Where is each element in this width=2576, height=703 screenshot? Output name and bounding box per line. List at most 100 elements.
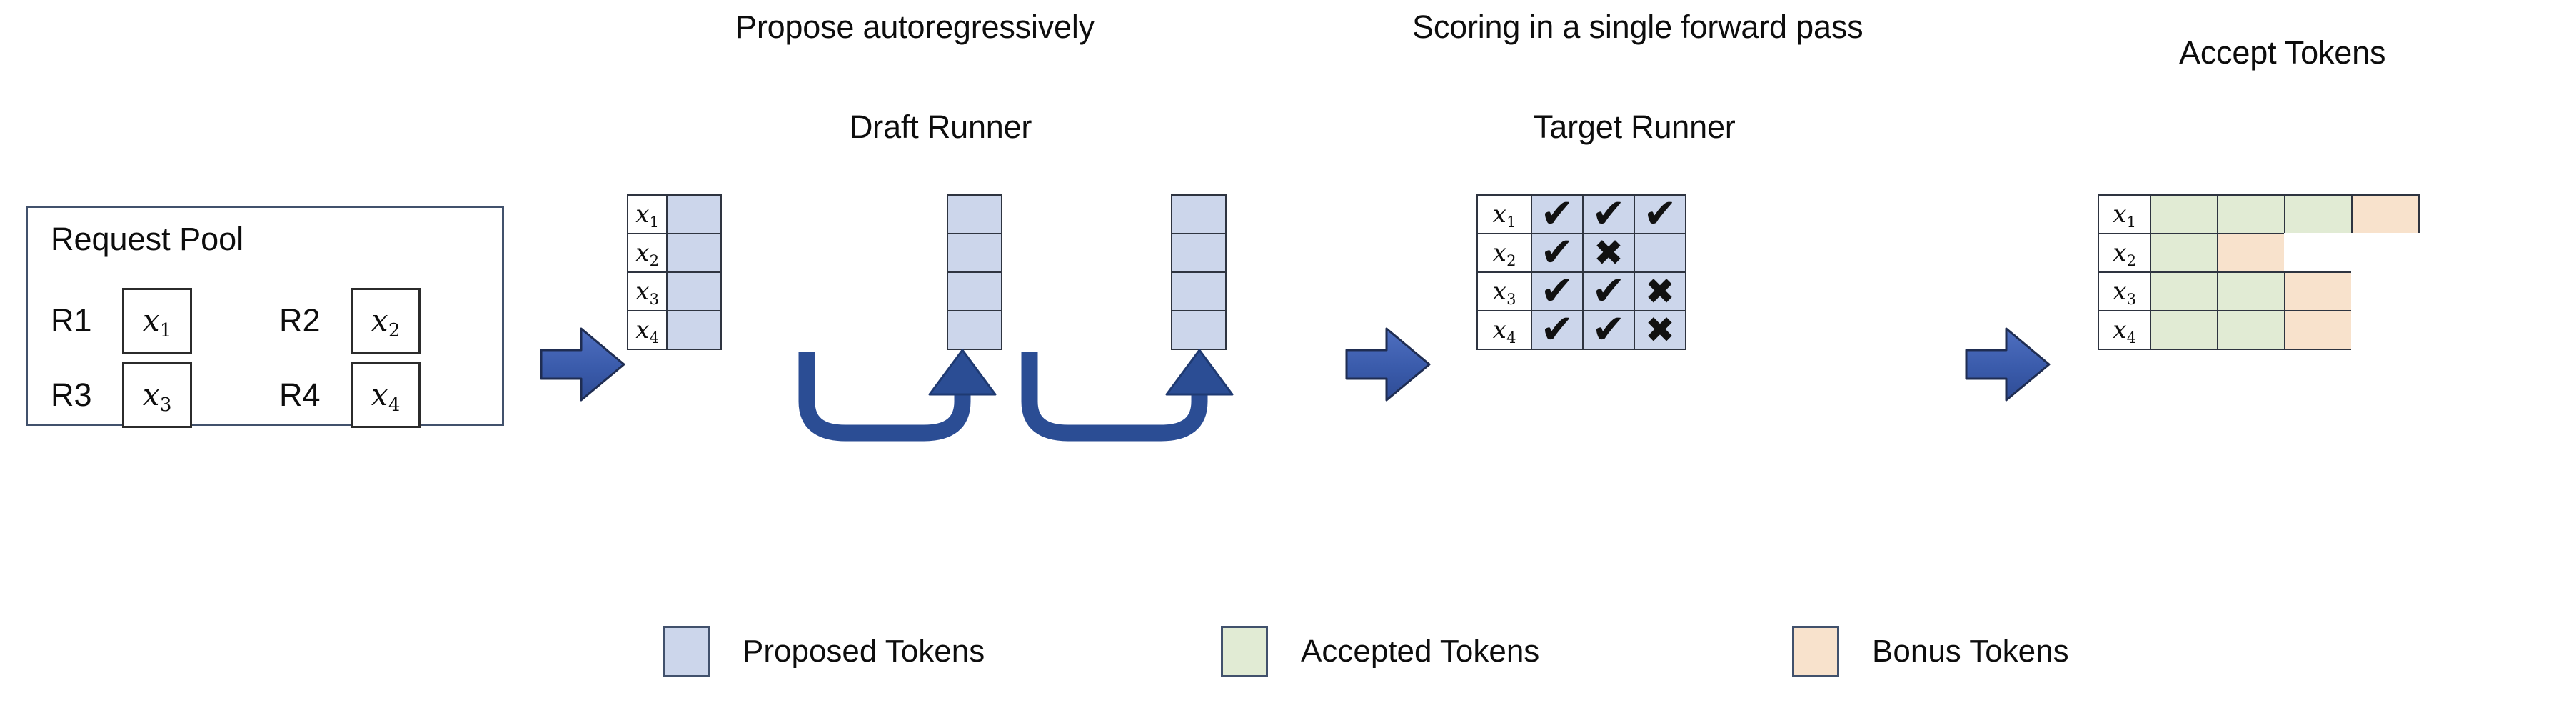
- heading-scoring-single-forward-pass: Scoring in a single forward pass: [1412, 9, 1863, 45]
- target-row-label-x4: x4: [1476, 310, 1532, 350]
- table-row: [1171, 271, 1227, 311]
- request-slot-r4: R4 x4: [279, 362, 421, 428]
- request-token-r4: x4: [371, 377, 401, 417]
- accept-cell-r2-c1: [2150, 233, 2218, 273]
- check-icon: ✔: [1591, 306, 1626, 353]
- accept-cell-r4-c4-empty: [2351, 310, 2420, 350]
- table-row: x4: [627, 310, 722, 350]
- accept-cell-r2-c4-empty: [2351, 233, 2420, 273]
- table-row: [947, 310, 1002, 350]
- legend: Proposed Tokens Accepted Tokens Bonus To…: [0, 616, 2576, 687]
- request-token-box-r4: x4: [351, 362, 421, 428]
- table-row: [947, 233, 1002, 273]
- table-row: x3: [627, 271, 722, 311]
- table-row: x2: [627, 233, 722, 273]
- draft-runner-step-2-grid: [947, 194, 1002, 350]
- request-token-r3: x3: [142, 377, 172, 417]
- draft-row-label-x2: x2: [627, 233, 668, 273]
- check-icon: ✔: [1540, 268, 1574, 314]
- target-cell-r1-c1: ✔: [1531, 194, 1584, 234]
- check-icon: ✔: [1540, 306, 1574, 353]
- accept-cell-r3-c2: [2217, 271, 2285, 311]
- draft-row-label-x3: x3: [627, 271, 668, 311]
- accept-cell-r3-c1: [2150, 271, 2218, 311]
- draft-loop-arrow-2: [1014, 346, 1242, 460]
- draft-cell-s3-r2: [1171, 233, 1227, 273]
- table-row: [1171, 194, 1227, 234]
- table-row: x4 ✔ ✔ ✖: [1476, 310, 1686, 350]
- draft-cell-s3-r3: [1171, 271, 1227, 311]
- table-row: x3 ✔ ✔ ✖: [1476, 271, 1686, 311]
- flow-arrow-pool-to-draft: [537, 321, 628, 407]
- request-token-r1: x1: [142, 303, 172, 342]
- draft-cell-s3-r1: [1171, 194, 1227, 234]
- request-slot-r1: R1 x1: [51, 288, 192, 354]
- draft-runner-step-1-grid: x1 x2 x3 x4: [627, 194, 722, 350]
- target-cell-r4-c3: ✖: [1634, 310, 1686, 350]
- request-slot-r2: R2 x2: [279, 288, 421, 354]
- draft-cell-s2-r2: [947, 233, 1002, 273]
- table-row: [1171, 233, 1227, 273]
- draft-cell-s3-r4: [1171, 310, 1227, 350]
- heading-accept-tokens: Accept Tokens: [2179, 34, 2386, 71]
- accept-cell-r1-c2: [2217, 194, 2285, 234]
- table-row: x1: [627, 194, 722, 234]
- table-row: x2: [2098, 233, 2420, 273]
- accept-cell-r4-c1: [2150, 310, 2218, 350]
- target-cell-r4-c1: ✔: [1531, 310, 1584, 350]
- cross-icon: ✖: [1594, 232, 1624, 274]
- accept-row-label-x1: x1: [2098, 194, 2151, 234]
- draft-cell-s1-r1: [666, 194, 722, 234]
- target-cell-r4-c2: ✔: [1582, 310, 1635, 350]
- request-label-r4: R4: [279, 377, 321, 413]
- accept-cell-r4-c2: [2217, 310, 2285, 350]
- flow-arrow-draft-to-target: [1342, 321, 1434, 407]
- check-icon: ✔: [1643, 191, 1677, 237]
- table-row: x4: [2098, 310, 2420, 350]
- heading-target-runner: Target Runner: [1534, 109, 1736, 145]
- legend-swatch-bonus: [1792, 626, 1839, 677]
- legend-item-accepted-tokens: Accepted Tokens: [1221, 626, 1539, 677]
- heading-propose-autoregressively: Propose autoregressively: [735, 9, 1095, 45]
- accept-cell-r2-c2: [2217, 233, 2285, 273]
- target-cell-r2-c1: ✔: [1531, 233, 1584, 273]
- table-row: [1171, 310, 1227, 350]
- target-cell-r2-c3: [1634, 233, 1686, 273]
- legend-item-bonus-tokens: Bonus Tokens: [1792, 626, 2069, 677]
- accept-cell-r2-c3-empty: [2284, 233, 2353, 273]
- accept-row-label-x2: x2: [2098, 233, 2151, 273]
- draft-row-label-x1: x1: [627, 194, 668, 234]
- draft-cell-s2-r1: [947, 194, 1002, 234]
- request-label-r1: R1: [51, 302, 92, 339]
- table-row: [947, 194, 1002, 234]
- legend-label-bonus: Bonus Tokens: [1872, 634, 2069, 669]
- legend-label-accepted: Accepted Tokens: [1301, 634, 1540, 669]
- draft-cell-s1-r2: [666, 233, 722, 273]
- draft-row-label-x4: x4: [627, 310, 668, 350]
- request-token-box-r1: x1: [122, 288, 192, 354]
- request-pool-panel: Request Pool R1 x1 R2 x2 R3 x3 R4 x4: [26, 206, 504, 428]
- request-token-r2: x2: [371, 303, 401, 342]
- draft-cell-s2-r3: [947, 271, 1002, 311]
- legend-swatch-accepted: [1221, 626, 1268, 677]
- check-icon: ✔: [1591, 191, 1626, 237]
- flow-arrow-target-to-accept: [1962, 321, 2053, 407]
- target-cell-r3-c2: ✔: [1582, 271, 1635, 311]
- target-cell-r1-c3: ✔: [1634, 194, 1686, 234]
- accept-cell-r1-c4: [2351, 194, 2420, 234]
- check-icon: ✔: [1591, 268, 1626, 314]
- accept-cell-r1-c3: [2284, 194, 2353, 234]
- check-icon: ✔: [1540, 191, 1574, 237]
- target-cell-r3-c1: ✔: [1531, 271, 1584, 311]
- accept-cell-r1-c1: [2150, 194, 2218, 234]
- request-pool-title: Request Pool: [51, 221, 244, 257]
- target-row-label-x1: x1: [1476, 194, 1532, 234]
- accept-row-label-x4: x4: [2098, 310, 2151, 350]
- legend-item-proposed-tokens: Proposed Tokens: [663, 626, 985, 677]
- accept-cell-r4-c3: [2284, 310, 2353, 350]
- table-row: [947, 271, 1002, 311]
- table-row: x1: [2098, 194, 2420, 234]
- request-label-r3: R3: [51, 377, 92, 413]
- accept-tokens-grid: x1 x2 x3 x4: [2098, 194, 2420, 350]
